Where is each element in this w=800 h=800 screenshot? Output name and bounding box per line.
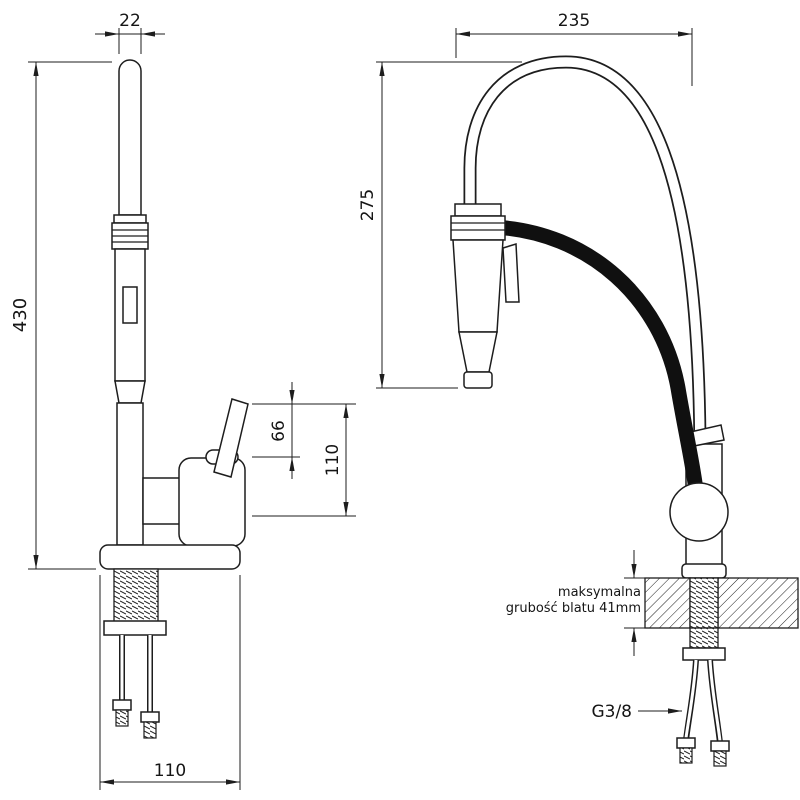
countertop-hatch-right [717,577,799,629]
mounting-bracket [103,620,167,636]
hose-thread-tip [713,750,727,767]
dim-label-110-right: 110 [323,444,343,476]
hose-hex-fitting [112,699,132,711]
threaded-shank [689,577,719,629]
mixer-body [178,457,246,547]
base-plate [99,544,241,570]
faucet-spout-tube [118,59,142,216]
dim-label-66: 66 [269,420,289,442]
countertop-note-line1: maksymalna [558,585,641,600]
hose-hex-fitting [676,737,696,749]
head-outlet [463,371,493,389]
thread-size-annotation: G3/8 [591,702,682,722]
countertop [644,577,799,629]
mounting-nut [682,647,726,661]
dim-spout-height-275: 275 [358,61,522,389]
threaded-rod [113,568,159,624]
spray-head-window [122,286,138,324]
dim-body-height-110: 110 [252,404,356,517]
dim-spout-width-22: 22 [95,11,165,54]
head-body [452,239,504,333]
riser-column [116,402,144,546]
hose-hex-fitting [710,740,730,752]
supply-hose-inner [684,659,698,739]
hose-hex-fitting [140,711,160,723]
flexible-hose [484,219,706,514]
countertop-note-line2: grubość blatu 41mm [506,601,641,616]
dim-label-22: 22 [119,11,141,31]
head-ribbed-band [450,215,506,241]
hose-thread-tip [115,709,129,727]
right-view-faucet [450,55,799,767]
spout-collar [113,214,147,224]
dim-label-275: 275 [358,189,378,221]
dim-total-height-430: 430 [10,61,112,570]
dim-label-235: 235 [558,11,590,31]
spout-taper [114,380,146,404]
dim-label-430: 430 [10,298,31,332]
left-view-faucet [99,59,249,739]
round-handle [669,482,729,542]
hose-thread-tip [143,721,157,739]
dim-label-110-bottom: 110 [154,761,186,781]
countertop-hatch-left [644,577,691,629]
spray-head [450,203,520,389]
handle-lever [213,398,249,478]
countertop-thickness-annotation: maksymalna grubość blatu 41mm [506,550,646,656]
thread-size-label: G3/8 [591,702,632,722]
body-flange [681,563,727,579]
dim-handle-height-66: 66 [252,382,356,479]
head-side-lever [502,243,520,303]
dim-total-width-235: 235 [455,11,693,86]
gooseneck-arc-inner [465,57,705,461]
supply-hose-inner [708,659,722,742]
dim-base-width-110: 110 [99,575,241,790]
threaded-shank-lower [689,627,719,649]
head-collar [454,203,502,217]
hose-thread-tip [679,747,693,764]
spout-arm [142,477,182,525]
